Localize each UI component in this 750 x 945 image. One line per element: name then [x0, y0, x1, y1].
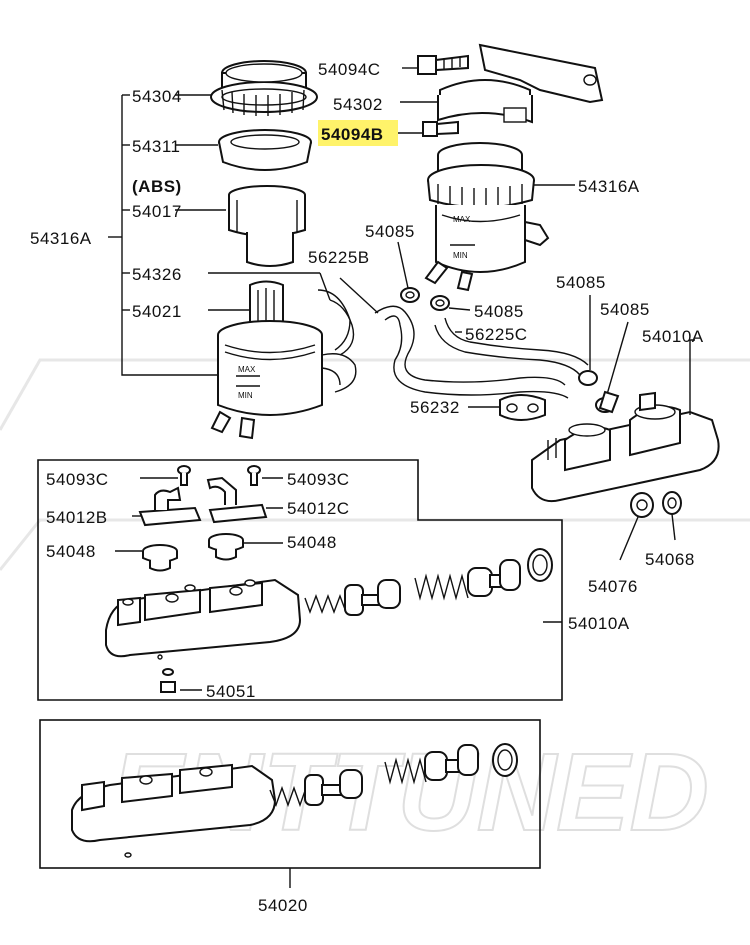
label-54316A-left: 54316A [30, 229, 92, 248]
label-54326: 54326 [132, 265, 182, 284]
label-54316A-right: 54316A [578, 177, 640, 196]
label-54048-right: 54048 [287, 533, 337, 552]
adapter-54017 [228, 185, 306, 267]
washer-54068 [662, 491, 682, 515]
hoses-56225 [374, 305, 589, 399]
label-54012B: 54012B [46, 508, 108, 527]
cap-54304 [210, 60, 318, 116]
label-54017: 54017 [132, 202, 182, 221]
label-54048-left: 54048 [46, 542, 96, 561]
label-54302: 54302 [333, 95, 383, 114]
bolt-54094C [417, 54, 469, 75]
svg-text:MIN: MIN [453, 251, 468, 260]
bolt-54094B [422, 120, 459, 137]
label-56232: 56232 [410, 398, 460, 417]
highlight-54094B [318, 120, 398, 146]
label-54076: 54076 [588, 577, 638, 596]
grommet-56232 [499, 394, 546, 421]
screw-54093C-right [247, 465, 261, 486]
piston-assembly-d [384, 744, 479, 785]
label-54085-b: 54085 [474, 302, 524, 321]
clamp-54085-c [578, 370, 598, 386]
snap-ring-b [492, 743, 518, 777]
screw-54093C-left [177, 465, 191, 486]
label-54094B: 54094B [321, 125, 384, 144]
svg-text:MAX: MAX [453, 215, 471, 224]
svg-text:MIN: MIN [238, 391, 253, 400]
fitting-54012B [138, 486, 202, 527]
detail-box-54010A [37, 459, 563, 701]
label-54010A-box: 54010A [568, 614, 630, 633]
label-54085-c: 54085 [556, 273, 606, 292]
master-cylinder-body [105, 578, 302, 660]
label-54051: 54051 [206, 682, 256, 701]
label-54093C-right: 54093C [287, 470, 350, 489]
master-cylinder-54010A [531, 390, 720, 503]
bracket-54302 [437, 43, 604, 124]
clamp-54085-a [400, 287, 420, 303]
label-54021: 54021 [132, 302, 182, 321]
label-56225C: 56225C [465, 325, 528, 344]
label-54304: 54304 [132, 87, 182, 106]
reservoir-54021: MAX MIN [210, 280, 357, 440]
seal-54311 [218, 129, 312, 171]
reservoir-54316A: MAX MIN [424, 142, 550, 292]
bleeder-54051 [160, 668, 176, 693]
piston-assembly-c [269, 769, 363, 808]
label-54093C-left: 54093C [46, 470, 109, 489]
fitting-54012C [206, 476, 268, 524]
label-54020: 54020 [258, 896, 308, 915]
label-54010A-top: 54010A [642, 327, 704, 346]
clamp-54085-b [430, 295, 450, 311]
label-56225B: 56225B [308, 248, 370, 267]
piston-assembly-b [414, 559, 521, 601]
nut-54076 [630, 492, 654, 518]
label-abs: (ABS) [132, 177, 182, 196]
plug-54048-left [142, 544, 178, 572]
label-54085-d: 54085 [600, 300, 650, 319]
label-54012C: 54012C [287, 499, 350, 518]
label-54311: 54311 [132, 137, 181, 156]
label-54094C: 54094C [318, 60, 381, 79]
svg-text:MAX: MAX [238, 365, 256, 374]
plug-54048-right [208, 533, 244, 561]
master-cylinder-54020 [71, 763, 277, 858]
snap-ring-a [527, 548, 553, 582]
piston-assembly-a [304, 579, 401, 616]
label-54068: 54068 [645, 550, 695, 569]
label-54085-a: 54085 [365, 222, 415, 241]
